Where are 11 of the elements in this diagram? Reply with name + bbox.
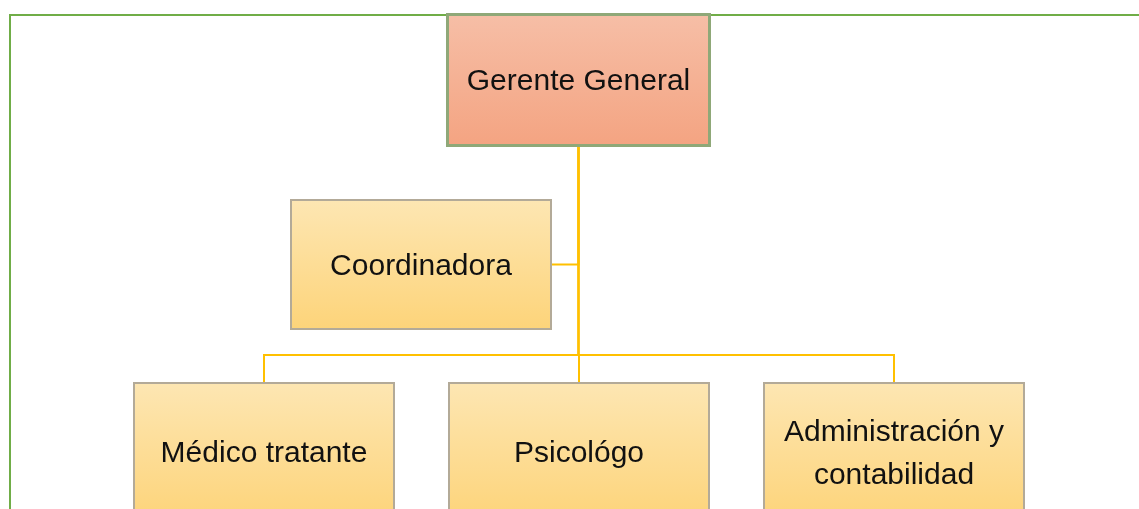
role-label: Psicológo (512, 434, 646, 471)
org-box (763, 382, 1025, 509)
connector-line (577, 146, 895, 383)
org-box (448, 382, 710, 509)
org-box (290, 199, 552, 330)
role-label: Médico tratante (159, 434, 369, 471)
org-box (446, 13, 711, 147)
org-box (133, 382, 395, 509)
role-label: Coordinadora (329, 246, 513, 283)
role-label: Gerente General (465, 62, 692, 99)
role-label: Administración y contabilidad (782, 412, 1006, 492)
